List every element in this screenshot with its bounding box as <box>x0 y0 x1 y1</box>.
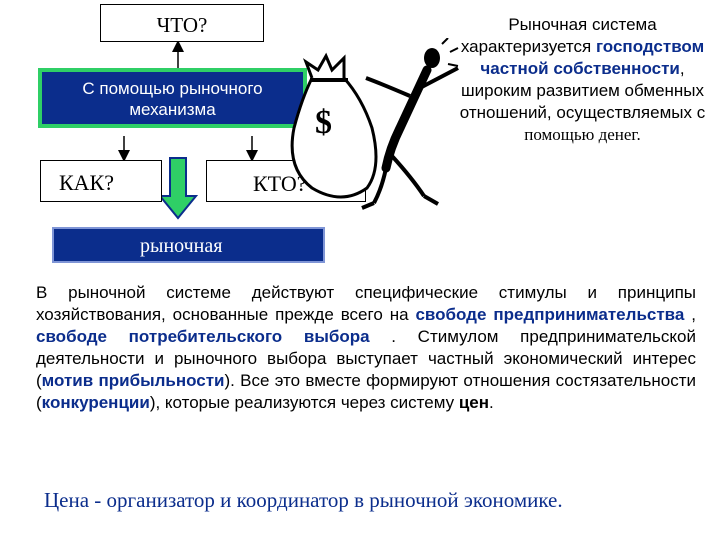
body-text-4: ). Все это вместе формируют отношения со… <box>36 371 696 412</box>
footer-statement: Цена - организатор и координатор в рыноч… <box>44 488 563 512</box>
what-box: ЧТО? <box>100 4 264 42</box>
body-highlight-1: свободе предпринимательства <box>415 305 685 324</box>
body-text-5: ), которые реализуются через систему <box>149 393 459 412</box>
how-box: КАК? <box>40 160 162 202</box>
what-label: ЧТО? <box>156 13 208 37</box>
down-arrow-icon <box>157 157 199 220</box>
mechanism-box: С помощью рыночного механизма <box>38 68 307 128</box>
moneybag-icon: $ <box>290 38 459 210</box>
stick-figure-icon <box>361 38 459 210</box>
sidebar-line2: , широким развитием обменных отношений, … <box>459 59 706 122</box>
sidebar-highlight: господством частной собственности <box>480 37 705 78</box>
body-highlight-2: свободе потребительского выбора <box>36 327 370 346</box>
body-highlight-3: мотив прибыльности <box>41 371 225 390</box>
body-text-3: . Стимулом предпринимательской деятельно… <box>36 327 696 390</box>
body-text-6: . <box>489 393 494 412</box>
who-label: КТО? <box>253 171 307 196</box>
body-highlight-4: конкуренции <box>41 393 150 412</box>
body-text-1: В рыночной системе действуют специфическ… <box>36 283 696 324</box>
body-paragraph: В рыночной системе действуют специфическ… <box>36 282 696 414</box>
svg-text:$: $ <box>315 104 332 141</box>
how-label: КАК? <box>59 170 114 195</box>
sidebar-line3: помощью денег. <box>524 125 641 144</box>
body-text-2: , <box>684 305 696 324</box>
sidebar-text: Рыночная система характеризуется господс… <box>455 14 710 146</box>
market-label: рыночная <box>140 235 223 257</box>
body-bold-1: цен <box>458 393 490 412</box>
market-bar: рыночная <box>52 227 325 263</box>
mechanism-label: С помощью рыночного механизма <box>82 79 263 119</box>
sidebar-line1: Рыночная система характеризуется <box>460 15 657 56</box>
